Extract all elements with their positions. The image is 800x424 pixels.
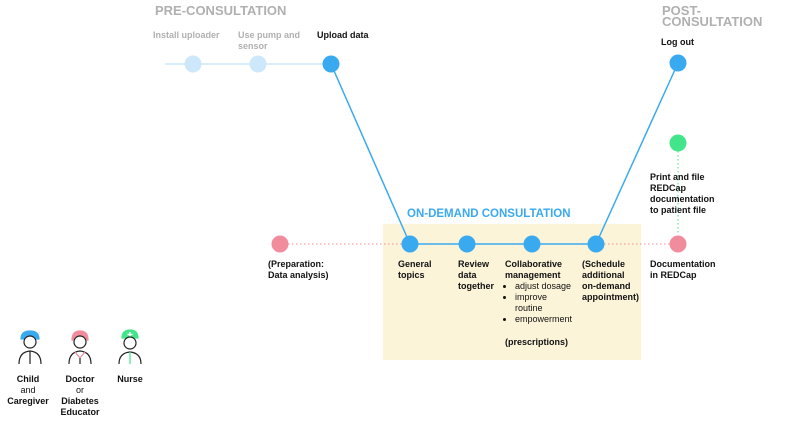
label-schedule-line3: on-demand <box>582 281 631 291</box>
schedule-to-logout-connector <box>595 62 679 245</box>
legend-doctor-line3: Diabetes <box>61 396 99 406</box>
child-caregiver-icon <box>18 330 42 365</box>
label-print-line2: REDCap <box>650 183 687 193</box>
label-print-line3: documentation <box>650 194 715 204</box>
label-use-pump-line2: sensor <box>238 41 268 51</box>
node-print-file <box>669 134 687 152</box>
label-upload-data: Upload data <box>317 30 369 40</box>
label-print-line4: to patient file <box>650 205 706 215</box>
node-collaborative <box>523 235 541 253</box>
label-prescriptions: (prescriptions) <box>505 337 569 347</box>
label-print-file: Print and file REDCap documentation to p… <box>650 172 715 216</box>
collab-bullet-empowerment: empowerment <box>515 314 572 325</box>
node-install-uploader <box>184 55 202 73</box>
legend-doctor: Doctor or Diabetes Educator <box>54 374 106 418</box>
collab-bullet-adjust: adjust dosage <box>515 281 572 292</box>
upload-to-general-connector <box>330 63 411 245</box>
node-upload-data <box>322 55 340 73</box>
legend-nurse: Nurse <box>117 374 143 384</box>
node-preparation <box>271 235 289 253</box>
label-preparation-line2: Data analysis) <box>268 270 329 280</box>
legend-child-line2: and <box>20 385 36 395</box>
label-use-pump-line1: Use pump and <box>238 30 301 40</box>
collab-bullet-improve-line1: improve <box>515 292 548 302</box>
nurse-icon <box>118 329 142 365</box>
collab-bullet-improve-line2: routine <box>515 303 543 313</box>
label-review-line1: Review <box>458 259 490 269</box>
label-review-data: Review data together <box>458 259 494 292</box>
legend-doctor-line1: Doctor <box>65 374 95 384</box>
doctor-icon <box>68 330 92 365</box>
legend-doctor-line2: or <box>75 385 84 395</box>
label-collab-line1: Collaborative <box>505 259 563 269</box>
label-log-out: Log out <box>661 37 694 47</box>
label-schedule: (Schedule additional on-demand appointme… <box>582 259 639 303</box>
collab-bullet-improve: improve routine <box>515 292 572 314</box>
node-review-data <box>458 235 476 253</box>
legend-doctor-line4: Educator <box>60 407 100 417</box>
collab-bullet-list: adjust dosage improve routine empowermen… <box>505 281 572 325</box>
legend-child-line3: Caregiver <box>7 396 49 406</box>
node-general-topics <box>401 235 419 253</box>
node-documentation <box>669 235 687 253</box>
label-collaborative: Collaborative management adjust dosage i… <box>505 259 572 348</box>
label-collab-line2: management <box>505 270 561 280</box>
label-use-pump: Use pump and sensor <box>238 30 300 52</box>
node-use-pump <box>249 55 267 73</box>
label-documentation-line2: in REDCap <box>650 270 697 280</box>
label-install-uploader: Install uploader <box>153 30 220 40</box>
label-review-line2: data <box>458 270 477 280</box>
on-demand-consultation-title: ON-DEMAND CONSULTATION <box>407 208 571 220</box>
label-preparation-line1: (Preparation: <box>268 259 325 269</box>
node-log-out <box>669 54 687 72</box>
pre-consultation-title: PRE-CONSULTATION <box>155 3 287 18</box>
label-schedule-line4: appointment) <box>582 292 639 302</box>
post-consultation-title: POST-CONSULTATION <box>662 3 763 29</box>
label-print-line1: Print and file <box>650 172 705 182</box>
label-documentation: Documentation in REDCap <box>650 259 716 281</box>
label-schedule-line1: (Schedule <box>582 259 626 269</box>
node-schedule <box>587 235 605 253</box>
label-general-line2: topics <box>398 270 425 280</box>
label-documentation-line1: Documentation <box>650 259 716 269</box>
label-schedule-line2: additional <box>582 270 625 280</box>
legend-child-caregiver: Child and Caregiver <box>2 374 54 407</box>
label-preparation: (Preparation: Data analysis) <box>268 259 329 281</box>
label-review-line3: together <box>458 281 494 291</box>
label-general-line1: General <box>398 259 432 269</box>
legend-child-line1: Child <box>16 374 40 384</box>
label-general-topics: General topics <box>398 259 432 281</box>
